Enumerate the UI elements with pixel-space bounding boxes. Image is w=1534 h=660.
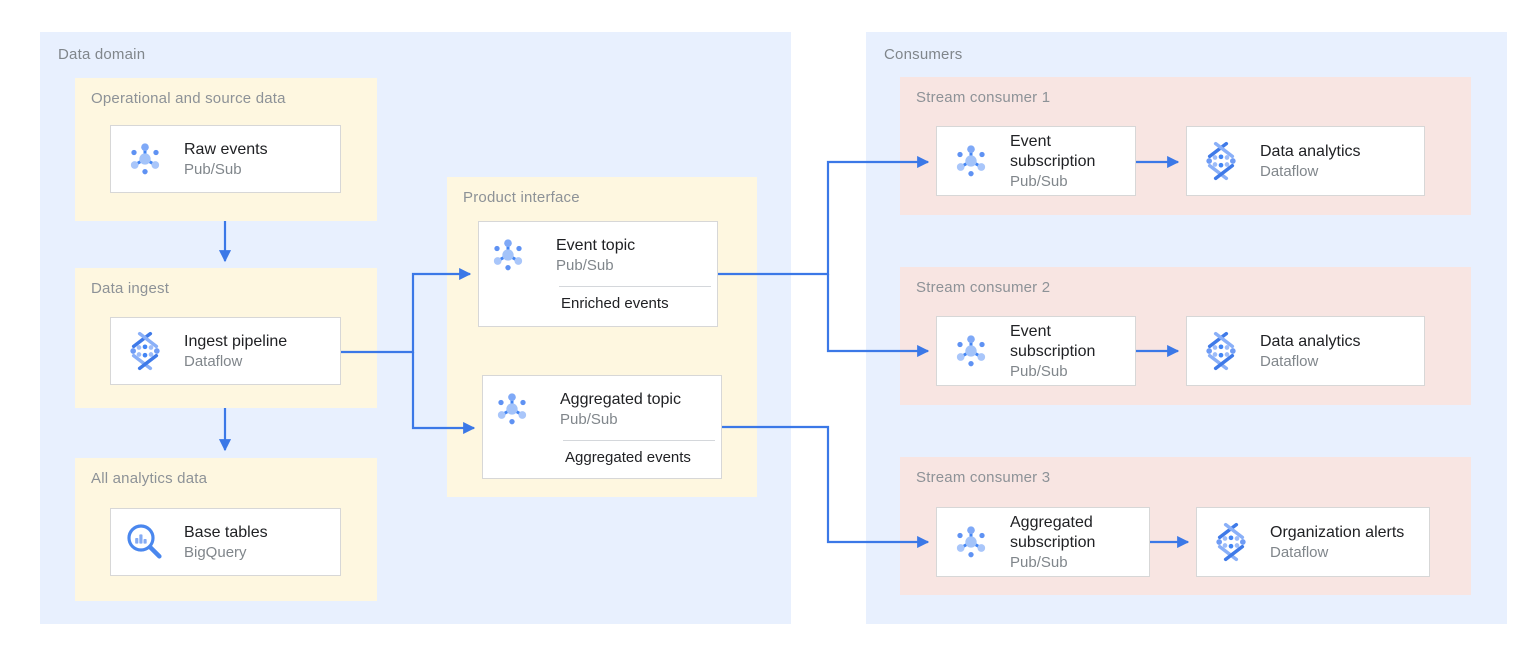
- card-title: Aggregated topic: [560, 390, 681, 408]
- dataflow-icon: [125, 331, 165, 371]
- card-title: Base tables: [184, 523, 268, 541]
- pubsub-icon: [488, 235, 528, 275]
- group-label: Stream consumer 3: [916, 469, 1051, 486]
- group-data-ingest: Data ingest Ingest pipeline Dataflow: [75, 268, 377, 408]
- consumers-container: Consumers Stream consumer 1 Event subscr…: [866, 32, 1507, 624]
- consumers-label: Consumers: [884, 46, 963, 63]
- group-all-analytics-data: All analytics data Base tables BigQuery: [75, 458, 377, 601]
- dataflow-icon: [1211, 522, 1251, 562]
- group-stream-consumer-1: Stream consumer 1 Event subscription Pub…: [900, 77, 1471, 215]
- divider: [559, 286, 711, 287]
- card-base-tables: Base tables BigQuery: [110, 508, 341, 576]
- data-domain-label: Data domain: [58, 46, 146, 63]
- card-product: Dataflow: [1270, 543, 1329, 561]
- group-operational-label: Operational and source data: [91, 90, 286, 107]
- card-title: Event subscription: [1010, 322, 1096, 360]
- group-ingest-label: Data ingest: [91, 280, 170, 297]
- card-product: Pub/Sub: [1010, 553, 1068, 571]
- card-event-topic: Event topic Pub/Sub Enriched events: [478, 221, 718, 327]
- card-title: Ingest pipeline: [184, 332, 288, 350]
- card-footer: Aggregated events: [565, 449, 691, 466]
- card-title: Aggregated subscription: [1010, 513, 1096, 551]
- group-label: Stream consumer 1: [916, 89, 1051, 106]
- card-title: Raw events: [184, 140, 268, 158]
- card-event-subscription-2: Event subscription Pub/Sub: [936, 316, 1136, 386]
- group-analytics-label: All analytics data: [91, 470, 208, 487]
- group-stream-consumer-3: Stream consumer 3 Aggregated subscriptio…: [900, 457, 1471, 595]
- card-title: Organization alerts: [1270, 523, 1405, 541]
- data-domain-container: Data domain Operational and source data …: [40, 32, 791, 624]
- card-title: Data analytics: [1260, 142, 1361, 160]
- card-product: Pub/Sub: [556, 256, 614, 274]
- group-label: Stream consumer 2: [916, 279, 1051, 296]
- divider: [563, 440, 715, 441]
- pubsub-icon: [492, 389, 532, 429]
- dataflow-icon: [1201, 141, 1241, 181]
- card-footer: Enriched events: [561, 295, 669, 312]
- group-product-interface: Product interface Event topic Pub/Sub En…: [447, 177, 757, 497]
- card-product: Dataflow: [1260, 162, 1319, 180]
- pubsub-icon: [125, 139, 165, 179]
- card-aggregated-topic: Aggregated topic Pub/Sub Aggregated even…: [482, 375, 722, 479]
- card-product: Dataflow: [1260, 352, 1319, 370]
- dataflow-icon: [1201, 331, 1241, 371]
- card-raw-events: Raw events Pub/Sub: [110, 125, 341, 193]
- card-ingest-pipeline: Ingest pipeline Dataflow: [110, 317, 341, 385]
- card-product: BigQuery: [184, 543, 247, 561]
- card-title: Event topic: [556, 236, 636, 254]
- group-stream-consumer-2: Stream consumer 2 Event subscription Pub…: [900, 267, 1471, 405]
- card-product: Dataflow: [184, 352, 243, 370]
- pubsub-icon: [951, 331, 991, 371]
- card-title: Data analytics: [1260, 332, 1361, 350]
- group-product-interface-label: Product interface: [463, 189, 580, 206]
- card-product: Pub/Sub: [560, 410, 618, 428]
- card-title: Event subscription: [1010, 132, 1096, 170]
- group-operational-source-data: Operational and source data Raw events P…: [75, 78, 377, 221]
- card-product: Pub/Sub: [1010, 362, 1068, 380]
- card-product: Pub/Sub: [1010, 172, 1068, 190]
- card-aggregated-subscription: Aggregated subscription Pub/Sub: [936, 507, 1150, 577]
- card-data-analytics-1: Data analytics Dataflow: [1186, 126, 1425, 196]
- card-organization-alerts: Organization alerts Dataflow: [1196, 507, 1430, 577]
- pubsub-icon: [951, 141, 991, 181]
- pubsub-icon: [951, 522, 991, 562]
- card-event-subscription-1: Event subscription Pub/Sub: [936, 126, 1136, 196]
- bigquery-icon: [125, 522, 165, 562]
- card-data-analytics-2: Data analytics Dataflow: [1186, 316, 1425, 386]
- card-product: Pub/Sub: [184, 160, 242, 178]
